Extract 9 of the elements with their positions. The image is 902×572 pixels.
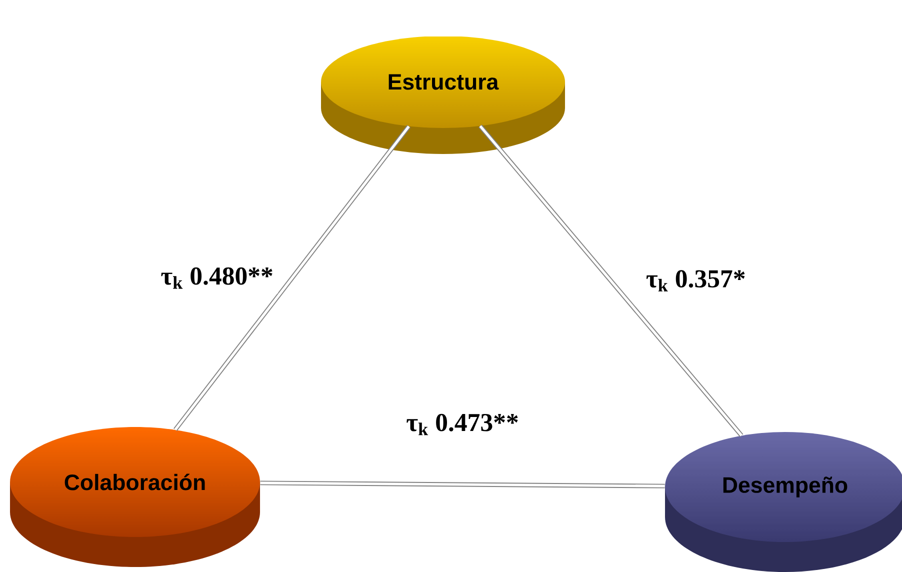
disc-node: Colaboración: [10, 427, 260, 567]
edge-label: τ$_{k}$ 0.357*: [641, 265, 750, 296]
edge-label: τ$_{k}$ 0.473**: [401, 409, 524, 440]
double-line: [260, 480, 665, 488]
double-line: [174, 125, 411, 432]
double-line: [478, 124, 744, 437]
edge-label: τ$_{k}$ 0.480**: [156, 262, 278, 294]
disc-node: Desempeño: [665, 432, 902, 572]
disc-node: Estructura: [321, 36, 565, 154]
